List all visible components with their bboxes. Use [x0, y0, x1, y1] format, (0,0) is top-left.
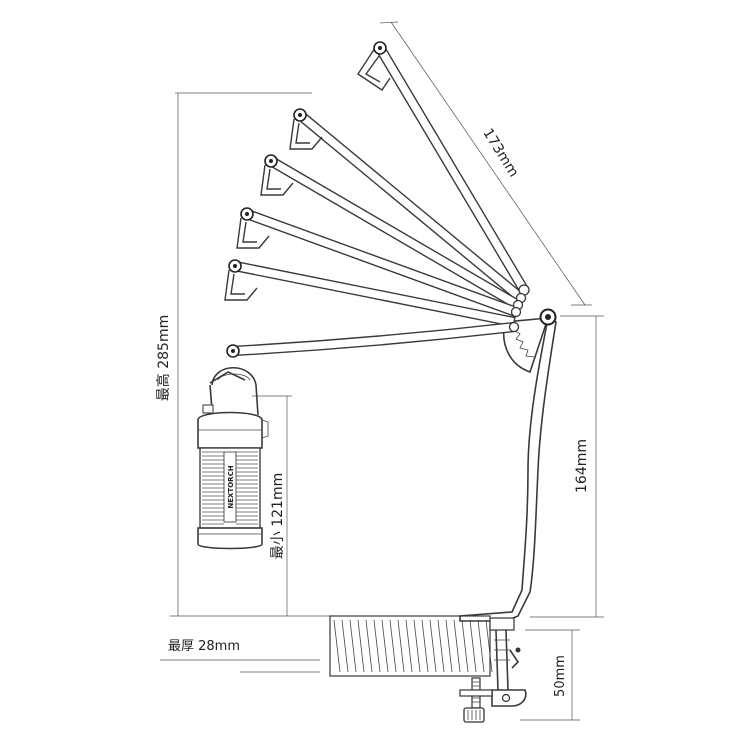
arm-rivet-center	[245, 212, 249, 216]
lantern-brand-text: NEXTORCH	[227, 465, 235, 508]
pivot-hub	[508, 284, 557, 333]
lantern-grille	[202, 451, 258, 525]
arm-length-label: 173mm	[479, 126, 521, 180]
desk-hatching	[333, 619, 493, 673]
arm-hook	[236, 217, 270, 249]
arm-rivet-center	[233, 264, 237, 268]
arm-position-5	[224, 259, 516, 328]
clamp-depth-label: 50mm	[553, 655, 568, 697]
desk-edge	[329, 615, 493, 677]
max-thickness-label: 最厚 28mm	[168, 639, 240, 654]
arm-position-2	[289, 108, 525, 303]
clamp-screw	[459, 617, 527, 723]
lantern: NEXTORCH	[197, 366, 269, 550]
arm-rivet-center	[378, 46, 382, 50]
dimension-labels: 最高 285mm 173mm 164mm 最小 121mm 最厚 28mm 50…	[155, 126, 590, 697]
arm-bar	[233, 260, 516, 328]
stand-body	[459, 316, 557, 622]
arm-positions	[224, 41, 529, 358]
arm-hook	[357, 47, 391, 91]
min-height-label: 最小 121mm	[270, 473, 286, 559]
dimension-lines	[160, 21, 604, 721]
pivot-height-label: 164mm	[574, 439, 590, 493]
arm-hook	[224, 269, 258, 301]
arm-rivet-center	[298, 113, 302, 117]
arm-position-6	[226, 321, 516, 358]
arm-rivet-center	[269, 159, 273, 163]
arm-hook	[289, 118, 323, 150]
arm-rivet-center	[231, 349, 235, 353]
arm-bar	[231, 321, 516, 357]
arm-hook	[260, 164, 294, 196]
max-height-label: 最高 285mm	[155, 315, 172, 401]
